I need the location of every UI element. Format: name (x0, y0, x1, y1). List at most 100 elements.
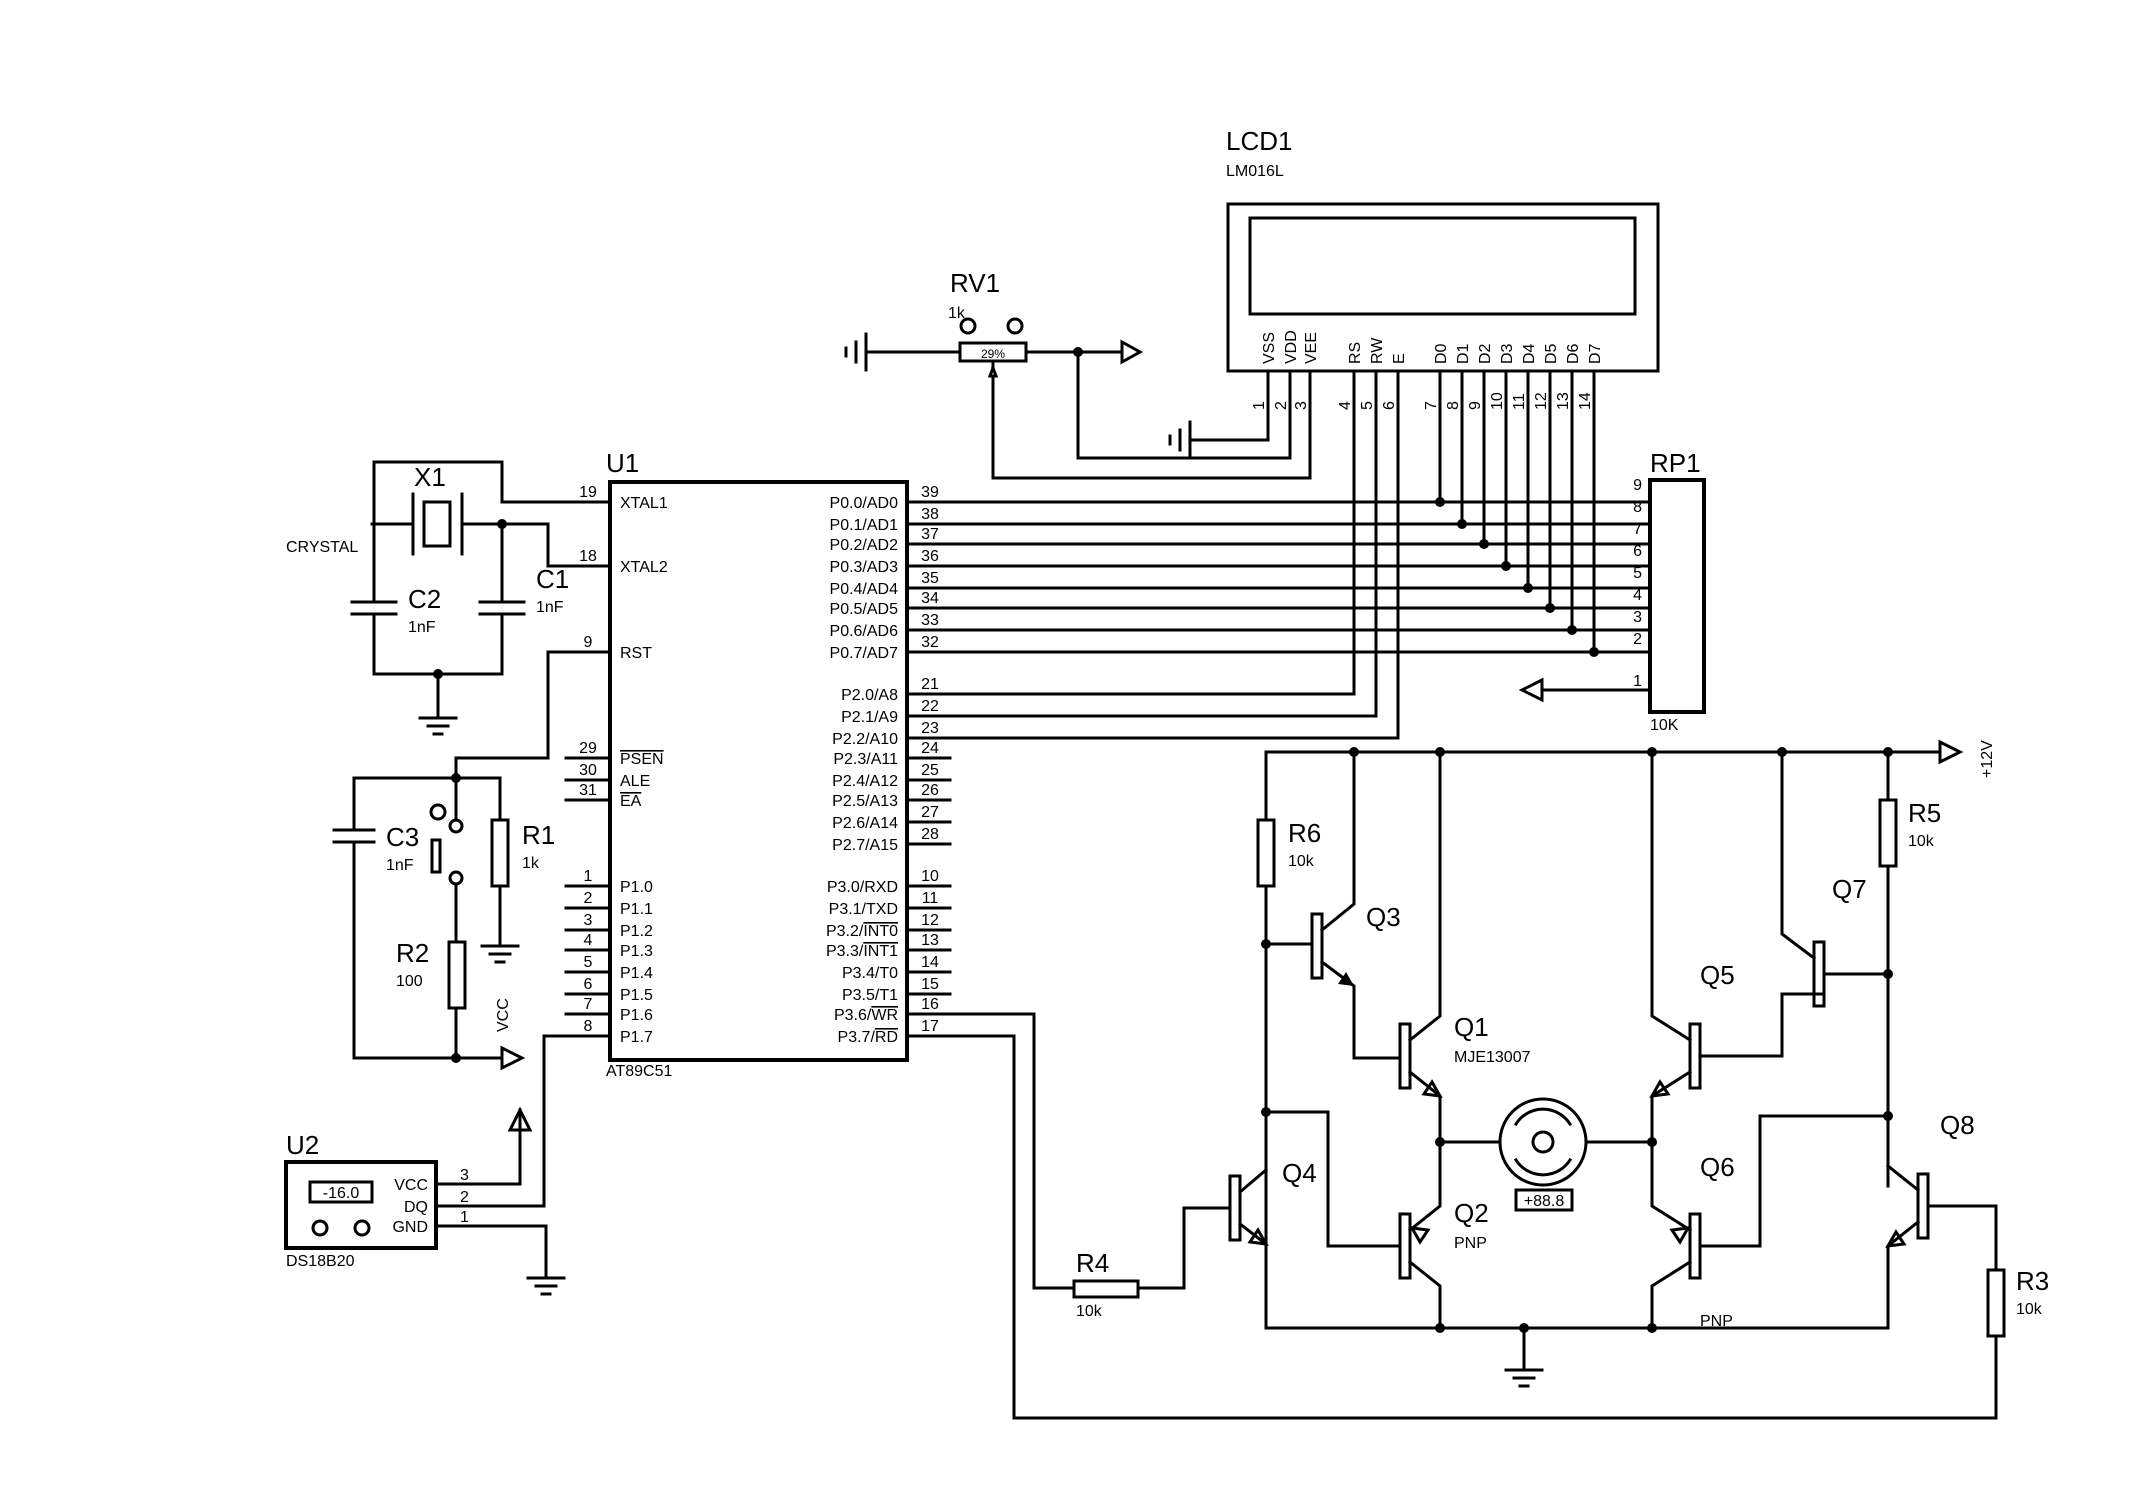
q4-transistor (1228, 1174, 1242, 1242)
u1-pin-label-part: A10 (870, 731, 899, 748)
u1-pin-label: P2.5/A13 (832, 793, 898, 810)
u1-pin-label: P0.6/AD6 (830, 623, 899, 640)
u1-pin-number: 22 (921, 698, 939, 715)
rv1-value: 1k (948, 305, 966, 322)
u1-pin-label: P0.7/AD7 (830, 645, 899, 662)
u1-pin-label-part: P2.6/ (832, 815, 870, 832)
q2-collector (1407, 1259, 1442, 1330)
q3-collector (1319, 750, 1356, 933)
u1-pin-number: 11 (922, 890, 939, 907)
u1-pin-label-part: P0.4/ (830, 581, 868, 598)
u1-pin-label-part: WR (871, 1007, 898, 1024)
u1-pin-label-part: P0.2/ (830, 537, 868, 554)
lcd-part: LM016L (1226, 163, 1284, 180)
q2-transistor (1398, 1212, 1412, 1280)
u1-pin-number: 16 (921, 996, 939, 1013)
lcd-pin-label-vee: VEE (1303, 332, 1320, 364)
wire (434, 1034, 608, 1208)
r6-ref: R6 (1288, 818, 1321, 848)
u1-pin-label: P3.2/INT0 (826, 923, 898, 940)
u1-pin-label-part: A13 (870, 793, 899, 810)
u1-pin-label-part: P3.2/ (826, 923, 864, 940)
switch-contact (448, 818, 464, 834)
crystal-body (422, 500, 452, 548)
u1-pin-label-part: P3.4/ (842, 965, 880, 982)
q3-transistor (1310, 912, 1324, 980)
u1-pin-label: P0.2/AD2 (830, 537, 899, 554)
q5-ref: Q5 (1700, 960, 1735, 990)
u1-pin-label-part: P2.1/ (841, 709, 879, 726)
wire (434, 1108, 522, 1186)
u1-pin-label-part: AD2 (867, 537, 898, 554)
u1-pin-label-part: A11 (871, 751, 898, 768)
lcd-pin-number: 14 (1577, 392, 1594, 410)
switch-contact (448, 870, 464, 886)
junction (451, 773, 461, 783)
junction (1523, 583, 1533, 593)
u1-pin-label-part: P3.0/ (827, 879, 865, 896)
u1-pin-label: P1.0 (620, 879, 653, 896)
u1-pin-label-part: A9 (878, 709, 898, 726)
u1-pin-label: P0.4/AD4 (830, 581, 899, 598)
bus-wire (948, 410, 1356, 696)
u1-pin-label: P3.4/T0 (842, 965, 898, 982)
c2-value: 1nF (408, 619, 436, 636)
c2-ref: C2 (408, 584, 441, 614)
u1-pin-label: P1.5 (620, 987, 653, 1004)
u1-pin-label-part: P3.1/ (829, 901, 867, 918)
u1-pin-label-part: AD0 (867, 495, 898, 512)
r4-resistor (1072, 1279, 1140, 1299)
wire (372, 612, 504, 676)
u1-pin-label: P1.3 (620, 943, 653, 960)
u1-microcontroller: U1 AT89C51 19XTAL118XTAL29RST29PSEN30ALE… (564, 448, 952, 1080)
lcd-pin-number: 6 (1381, 401, 1398, 410)
u1-pin-label-part: AD5 (867, 601, 898, 618)
rv1-potentiometer: RV1 1k 29% (844, 268, 1312, 480)
rp1-pin-number: 9 (1633, 477, 1642, 494)
r2-resistor (447, 940, 467, 1010)
u1-left-pins: 19XTAL118XTAL29RST29PSEN30ALE31EA1P1.02P… (564, 484, 668, 1046)
q1-emitter (1407, 1069, 1442, 1144)
r4-value: 10k (1076, 1303, 1103, 1320)
r1-resistor (490, 818, 510, 888)
u1-pin-number: 30 (579, 762, 597, 779)
lcd-pin-number: 12 (1533, 392, 1550, 410)
u2-pin-number: 3 (460, 1167, 469, 1184)
u1-pin-label: P2.2/A10 (832, 731, 898, 748)
u1-pin-label: P1.4 (620, 965, 653, 982)
u1-pin-label: P2.1/A9 (841, 709, 898, 726)
u1-pin-label-part: P3.6/ (834, 1007, 872, 1024)
lcd-pin-label-rw: RW (1369, 337, 1386, 364)
u1-pin-label-part: P0.6/ (830, 623, 868, 640)
c1-ref: C1 (536, 564, 569, 594)
u1-pin-number: 27 (921, 804, 939, 821)
rp1-pin-number: 1 (1633, 673, 1642, 690)
arrow-icon (1885, 1229, 1907, 1248)
junction (1567, 625, 1577, 635)
q3-ref: Q3 (1366, 902, 1401, 932)
u1-pin-number: 13 (921, 932, 939, 949)
u1-pin-label: EA (620, 793, 642, 810)
lcd-pin-label-d5: D5 (1543, 343, 1560, 364)
wire (352, 776, 502, 822)
u1-pin-number: 17 (921, 1018, 939, 1035)
lcd-pin-label-rs: RS (1347, 342, 1364, 364)
u1-pin-label-part: RXD (864, 879, 898, 896)
u1-pin-number: 7 (584, 996, 593, 1013)
lcd-pin-number: 7 (1423, 401, 1440, 410)
r2-value: 100 (396, 973, 423, 990)
lcd-pin-number: 8 (1445, 401, 1462, 410)
u1-pin-label: P0.0/AD0 (830, 495, 899, 512)
x1-ref: X1 (414, 462, 446, 492)
u1-pin-label: PSEN (620, 751, 664, 768)
r6-resistor (1256, 818, 1276, 888)
arrow-icon (1409, 1226, 1431, 1245)
u1-pin-label-part: P0.0/ (830, 495, 868, 512)
rp1-pin-number: 7 (1633, 521, 1642, 538)
wire (1136, 1206, 1232, 1290)
down-arrow-icon (353, 1219, 371, 1237)
wire (1926, 1204, 1998, 1272)
u2-display-value: -16.0 (323, 1185, 360, 1202)
u1-pin-label: XTAL1 (620, 495, 668, 512)
u1-pin-label: P3.7/RD (838, 1029, 898, 1046)
